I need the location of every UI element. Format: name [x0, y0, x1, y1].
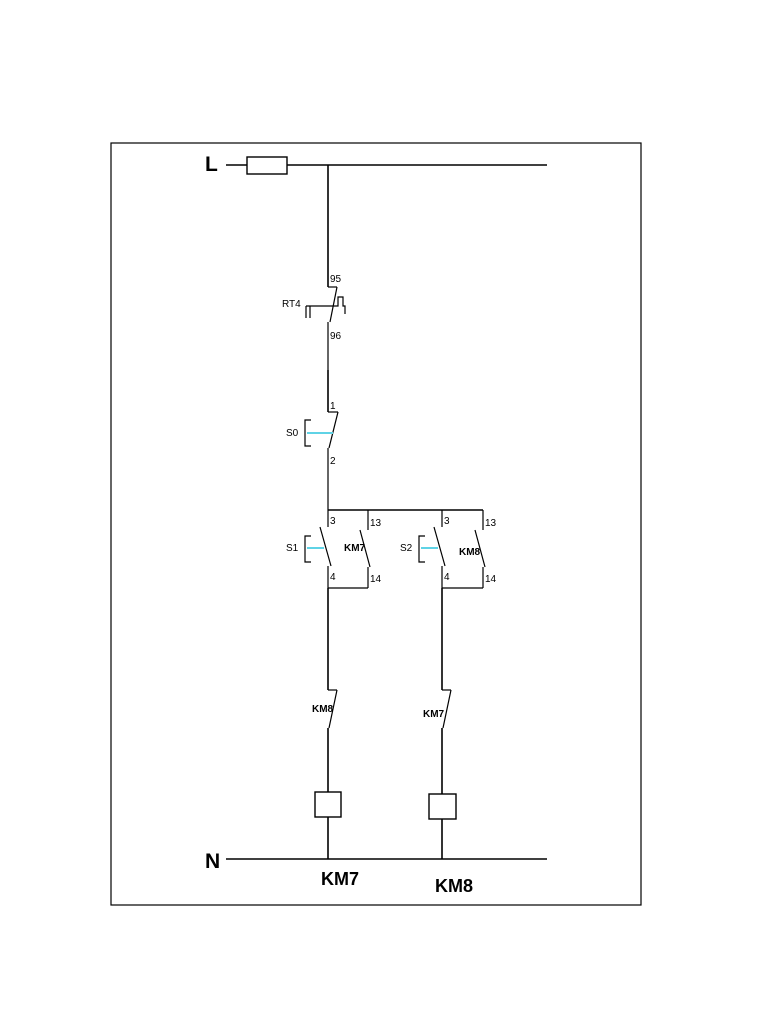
rt4-terminal-95: 95 [330, 274, 342, 285]
rt4-terminal-96: 96 [330, 331, 342, 342]
stop-button-s0: 1 S0 2 [286, 401, 339, 510]
s0-terminal-2: 2 [330, 456, 336, 467]
s0-terminal-1: 1 [330, 401, 336, 412]
km7-aux-terminal-14: 14 [370, 574, 382, 585]
fuse [246, 156, 288, 175]
km8-aux-terminal-13: 13 [485, 518, 497, 529]
s0-tag: S0 [286, 428, 299, 439]
s1-terminal-4: 4 [330, 572, 336, 583]
branch-2-interlock-tag: KM7 [423, 709, 445, 720]
branch-1-interlock-km8: KM8 [312, 689, 338, 729]
neutral-rail-label: N [205, 850, 220, 873]
km7-aux-terminal-13: 13 [370, 518, 382, 529]
km8-aux-contact-tag: KM8 [459, 547, 481, 558]
s2-terminal-3: 3 [444, 516, 450, 527]
km7-aux-contact-tag: KM7 [344, 543, 366, 554]
branch-1-interlock-tag: KM8 [312, 704, 334, 715]
branch-2-interlock-km7: KM7 [423, 689, 452, 729]
branch-2-start-circuit: 3 S2 4 13 KM8 14 [400, 510, 497, 589]
km7-coil [314, 791, 342, 818]
km8-coil [428, 793, 457, 820]
rt4-tag: RT4 [282, 299, 301, 310]
line-rail-label: L [205, 153, 218, 176]
thermal-relay-rt4: 95 RT4 96 [282, 274, 346, 370]
neutral-rail: N [205, 850, 547, 873]
s2-terminal-4: 4 [444, 572, 450, 583]
s1-tag: S1 [286, 543, 299, 554]
branch-1-start-circuit: 3 S1 4 13 KM7 14 [286, 510, 382, 589]
line-rail: L [205, 153, 547, 176]
s2-tag: S2 [400, 543, 413, 554]
km8-aux-terminal-14: 14 [485, 574, 497, 585]
s1-button-bracket [304, 535, 311, 563]
drawing-frame [110, 142, 642, 906]
s0-button-bracket [304, 419, 311, 447]
km7-coil-label: KM7 [321, 869, 359, 889]
km8-coil-label: KM8 [435, 876, 473, 896]
s2-button-bracket [418, 535, 425, 563]
s1-terminal-3: 3 [330, 516, 336, 527]
